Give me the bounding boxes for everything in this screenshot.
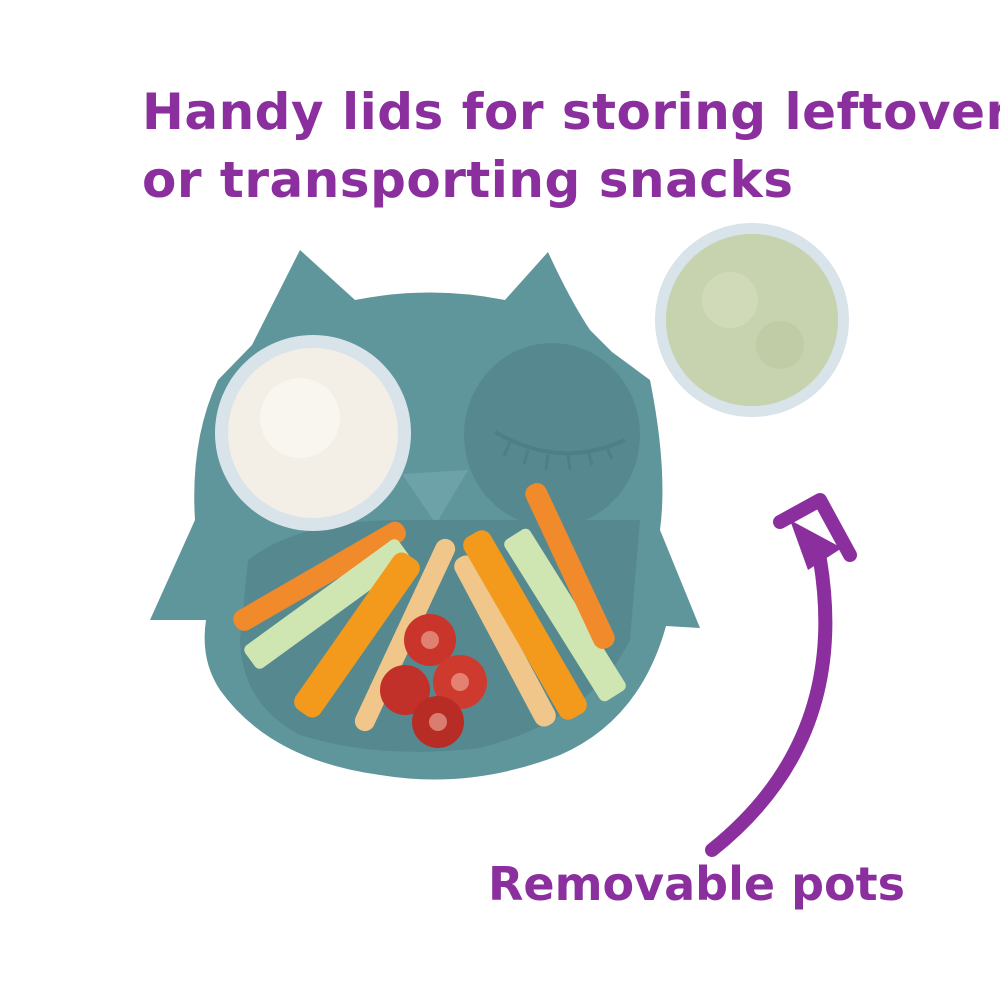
breadstick-2 [454, 555, 556, 727]
carrot-stick-2 [525, 483, 615, 649]
owl-closed-eye [493, 430, 626, 456]
lidded-pot-right [655, 223, 849, 417]
caption-removable-pots: Removable pots [488, 857, 905, 911]
headline: Handy lids for storing leftovers or tran… [142, 78, 1000, 214]
headline-line-1: Handy lids for storing leftovers [142, 83, 1000, 141]
cucumber-stick [244, 539, 410, 669]
removable-pot-left [215, 335, 411, 531]
owl-beak [402, 470, 468, 524]
cucumber-stick-2 [504, 528, 626, 702]
pepper-stick [294, 552, 420, 718]
owl-eye-well [464, 343, 640, 527]
headline-line-2: or transporting snacks [142, 151, 794, 209]
carrot-stick [233, 521, 406, 631]
pepper-stick-2 [463, 530, 587, 720]
cherry-tomatoes [380, 614, 487, 748]
curved-arrow-icon [705, 493, 857, 857]
